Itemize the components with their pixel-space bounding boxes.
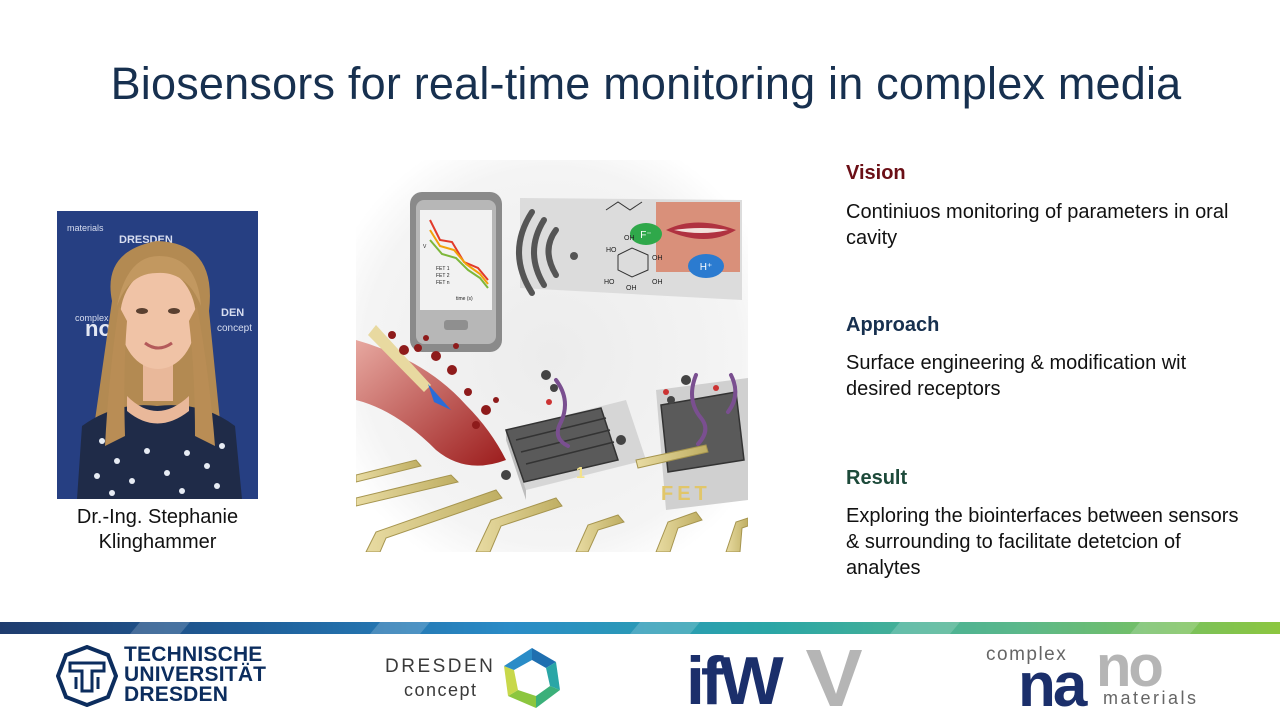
section-heading-approach: Approach — [846, 314, 940, 336]
ifw-logo: ifW — [686, 648, 862, 708]
svg-text:F⁻: F⁻ — [640, 230, 651, 241]
dresden-concept-aperture-icon — [504, 648, 560, 708]
blood-vessel — [356, 325, 506, 466]
svg-text:V: V — [423, 244, 427, 250]
tu-dresden-logo — [56, 645, 118, 707]
svg-text:concept: concept — [217, 323, 252, 334]
svg-text:DEN: DEN — [221, 307, 244, 319]
svg-text:H⁺: H⁺ — [700, 262, 713, 273]
slide-title: Biosensors for real-time monitoring in c… — [110, 58, 1182, 109]
complex-nano-materials-logo: na no — [1018, 640, 1165, 712]
svg-text:1: 1 — [576, 465, 585, 482]
complex-nano-wordmark-top: complex — [986, 644, 1068, 665]
svg-text:OH: OH — [652, 279, 663, 286]
dresden-concept-subtext: concept — [404, 680, 478, 700]
svg-text:no: no — [1096, 640, 1162, 699]
svg-text:materials: materials — [67, 223, 104, 233]
svg-text:HO: HO — [604, 279, 615, 286]
svg-text:complex: complex — [75, 313, 109, 323]
svg-text:FET n: FET n — [436, 280, 450, 286]
graphene-sheet — [505, 407, 619, 483]
portrait-caption: Dr.-Ing. Stephanie Klinghammer — [40, 505, 275, 555]
svg-text:FET 1: FET 1 — [436, 266, 450, 272]
svg-text:OH: OH — [652, 255, 663, 262]
svg-text:ifW: ifW — [686, 648, 785, 708]
wireless-signal-icon — [516, 209, 559, 296]
footer-color-band — [0, 622, 1280, 634]
svg-text:time (s): time (s) — [456, 296, 473, 302]
proton-ion — [688, 254, 724, 278]
section-heading-vision: Vision — [846, 162, 906, 184]
dresden-concept-wordmark: DRESDEN — [385, 656, 496, 677]
section-body-approach: Surface engineering & modification wit d… — [846, 352, 1187, 400]
tu-dresden-wordmark: TECHNISCHE UNIVERSITÄT DRESDEN — [124, 643, 267, 706]
section-body-vision: Continiuos monitoring of parameters in o… — [846, 201, 1229, 249]
svg-text:FET 2: FET 2 — [436, 273, 450, 279]
section-body-result: Exploring the biointerfaces between sens… — [846, 505, 1239, 579]
caption-name-line2: Klinghammer — [98, 531, 217, 553]
section-heading-result: Result — [846, 467, 908, 489]
fet-label: FET — [661, 483, 711, 505]
svg-text:HO: HO — [606, 247, 617, 254]
smartphone: FET 1 FET 2 FET n time (s) V — [410, 192, 502, 352]
svg-text:OH: OH — [626, 285, 637, 292]
portrait-photo: DRESDEN complex no materials DEN concept — [57, 211, 258, 499]
svg-text:OH: OH — [624, 235, 635, 242]
svg-text:na: na — [1018, 651, 1088, 712]
complex-nano-wordmark-bottom: materials — [1103, 688, 1199, 708]
caption-name-line1: Dr.-Ing. Stephanie — [76, 506, 239, 528]
fluoride-ion — [630, 223, 662, 245]
biosensor-illustration: F⁻ H⁺ OH HO HO OH OH OH FET 1 FET 2 — [355, 160, 749, 553]
